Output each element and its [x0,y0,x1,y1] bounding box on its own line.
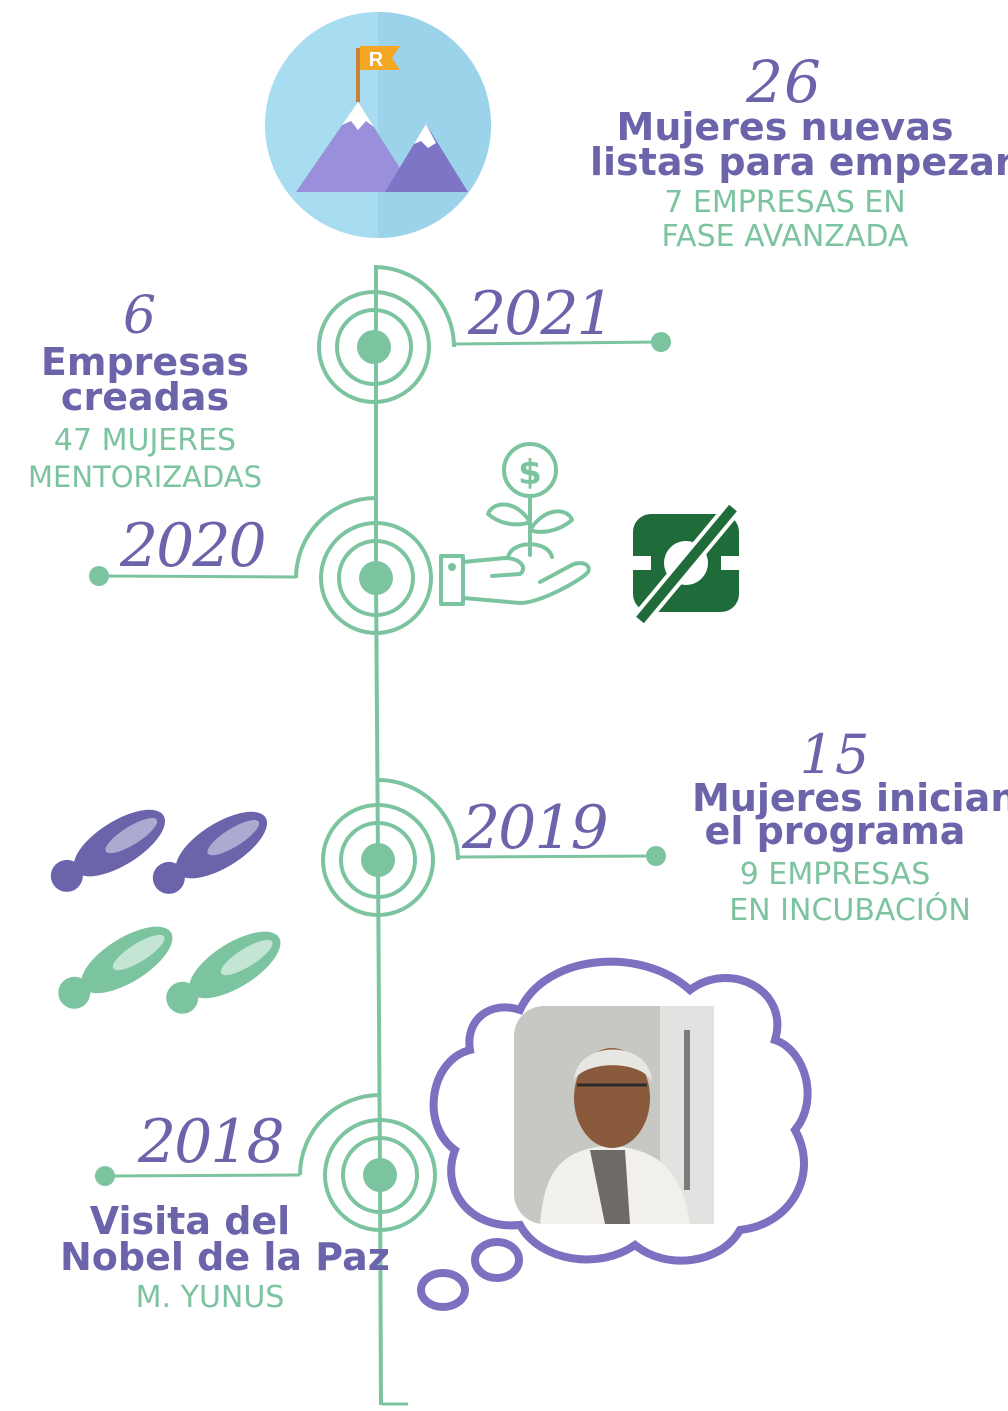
sub-2021-line1: 47 MUJERES [53,423,237,458]
brand-logo [633,502,740,626]
year-2019: 2019 [462,793,609,863]
year-2021: 2021 [468,279,615,349]
mountain-flag-icon: R [265,12,491,238]
endpoint-dot [646,846,666,866]
number-2021: 6 [122,286,158,346]
top-sub-line1: 7 EMPRESAS EN [664,185,906,220]
timeline-spine [374,265,383,1406]
heading-2019-line1: Mujeres inician [692,776,1008,820]
heading-2021-line1: Empresas [40,340,250,384]
heading-2018-line2: Nobel de la Paz [60,1235,390,1279]
footprints-icon [50,809,281,1014]
money-plant-hand-icon: $ [439,442,591,606]
heading-2021-line2: creadas [60,375,230,419]
top-heading-line1: Mujeres nuevas [616,105,954,149]
heading-2018-line1: Visita del [89,1199,291,1243]
node-2020 [89,496,433,635]
sub-2019-line1: 9 EMPRESAS [739,857,931,892]
top-number: 26 [746,48,822,116]
sub-2021-line2: MENTORIZADAS [27,460,263,494]
number-2019: 15 [799,723,871,786]
svg-text:$: $ [518,453,542,493]
thought-bubble-portrait [417,957,812,1311]
top-heading-line2: listas para empezar [590,140,1008,184]
flag-letter: R [369,49,384,71]
heading-2019-line2: el programa [704,809,966,853]
endpoint-dot [651,332,671,352]
node-2018 [95,1093,437,1232]
sub-2019-line2: EN INCUBACIÓN [729,893,971,928]
node-2019 [321,778,666,917]
year-2018: 2018 [138,1107,285,1177]
top-sub-line2: FASE AVANZADA [661,219,909,254]
sub-2018-line1: M. YUNUS [135,1280,285,1315]
endpoint-dot [89,566,109,586]
node-2021 [317,265,671,404]
endpoint-dot [95,1166,115,1186]
year-2020: 2020 [120,511,267,581]
